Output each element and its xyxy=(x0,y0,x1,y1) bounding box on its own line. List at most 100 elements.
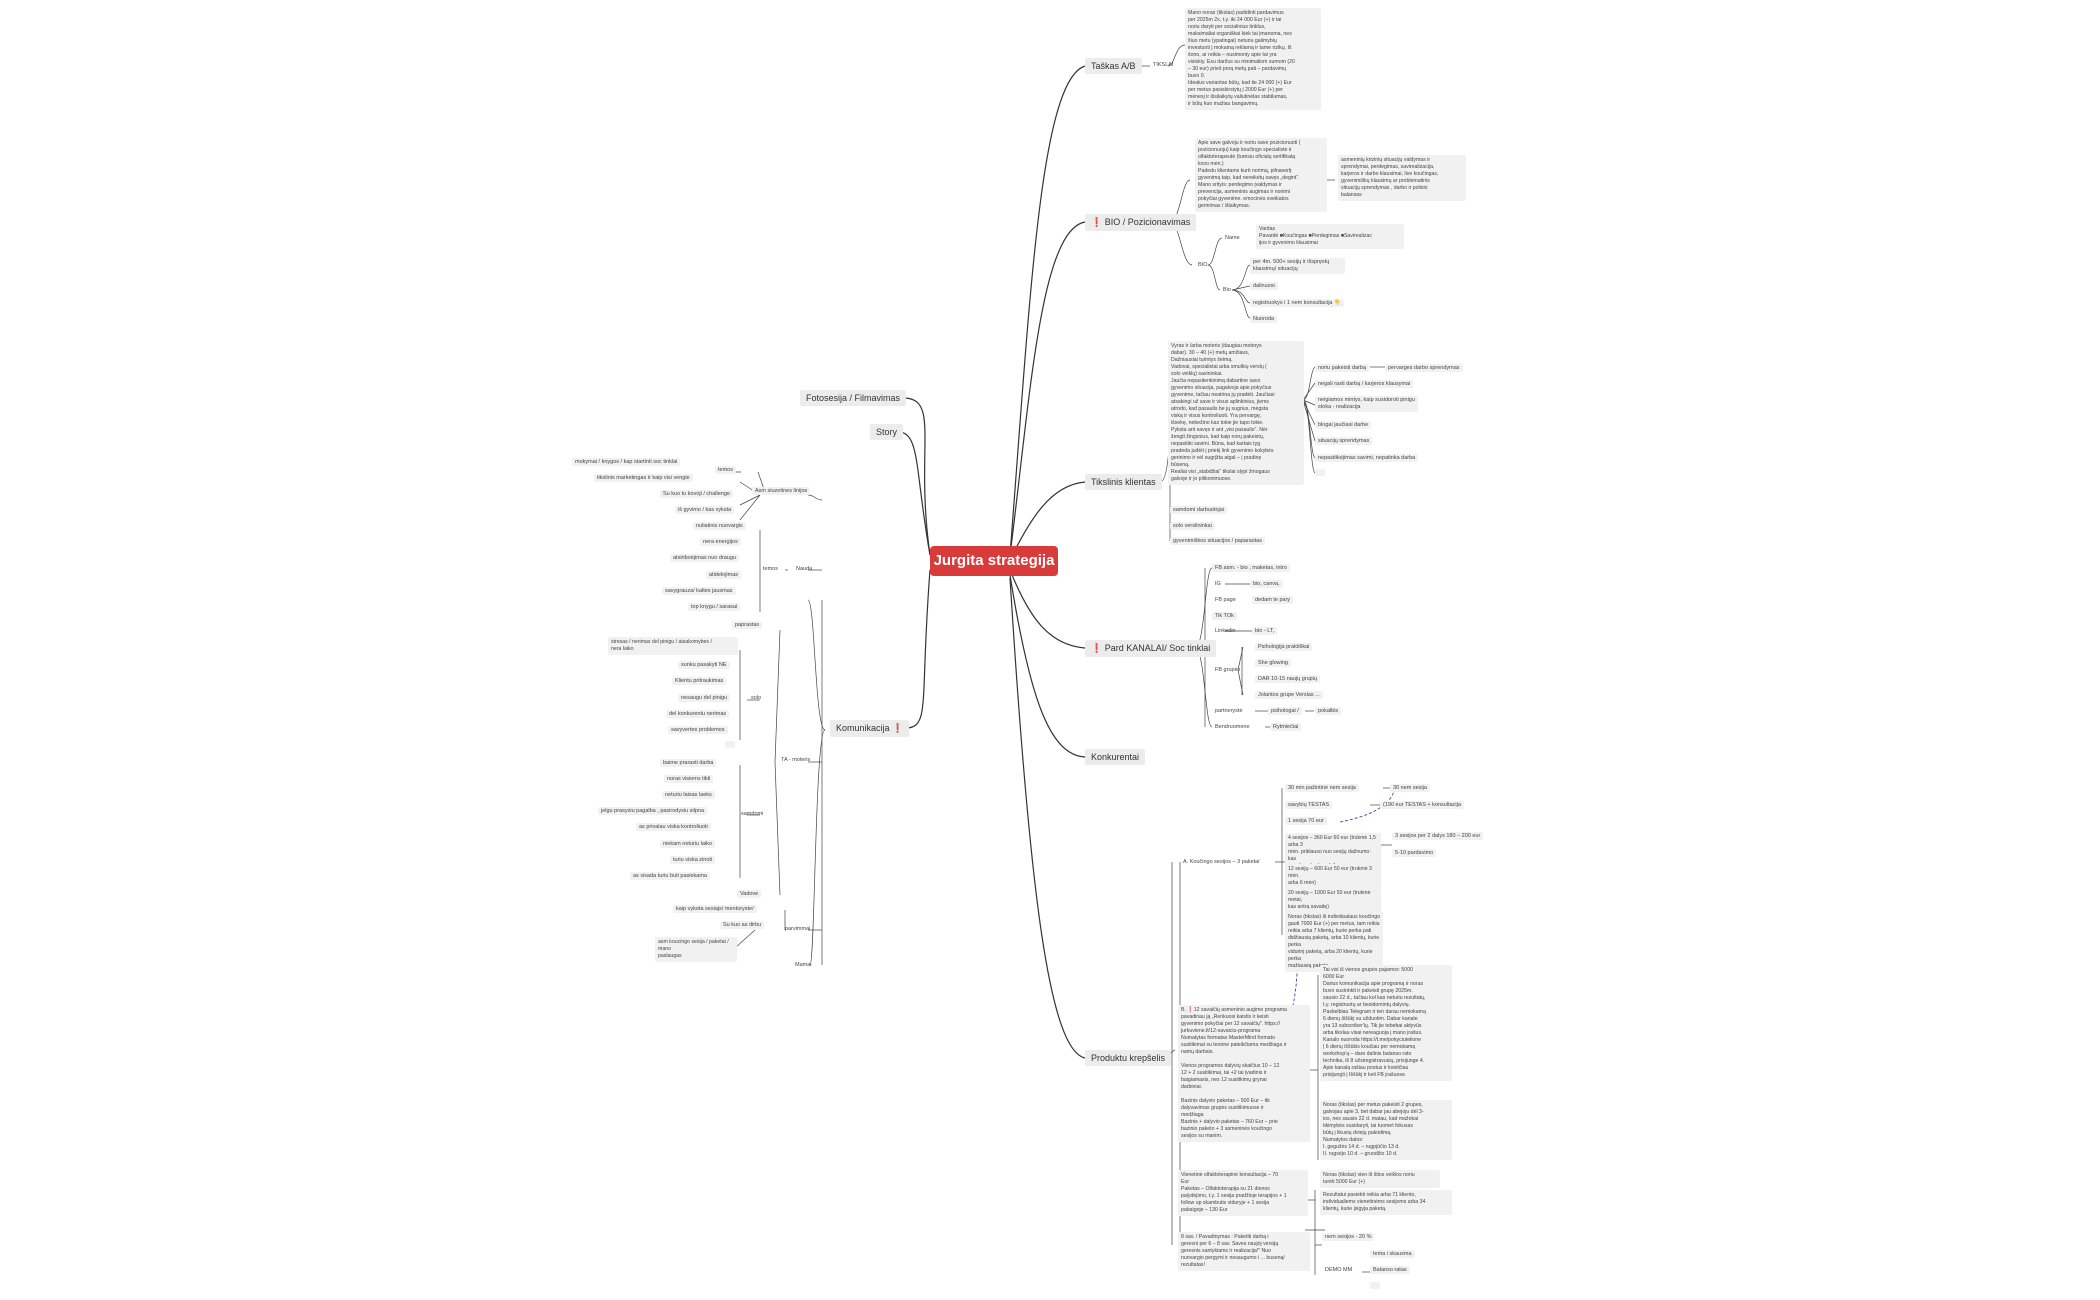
branch-tikslinis[interactable]: Tikslinis klientas xyxy=(1085,474,1162,490)
prod-b-side1-line: yra 13 subscriber'ių. Tik jie tebebai ak… xyxy=(1323,1023,1422,1029)
tikslinis-side-4b: stoka - realizacija xyxy=(1318,404,1361,410)
prod-b-side1-line: | 6 dienų iššūkis koučiau per nemokamą xyxy=(1323,1044,1416,1050)
prod-b-side1-line: Kanalo nuoroda https://t.me/pokyciutelio… xyxy=(1323,1037,1422,1043)
tikslas-note-line: per metus pasiskirstytų į 2000 Eur (+) p… xyxy=(1188,87,1283,93)
prod-b-side1-line: technika, iš 8 užsiregistravusių, prisij… xyxy=(1323,1058,1425,1064)
prod-a-7-line: Noras (tikslas) iš individualaus koučing… xyxy=(1288,914,1380,920)
branch-taskas[interactable]: Taškas A/B xyxy=(1085,58,1142,74)
prod-a-6-line: 20 sesijų – 1000 Eur 50 eur (trukmė meta… xyxy=(1288,890,1371,903)
tikslas-note-line: Idealus variantas būtų, kad tie 24 000 (… xyxy=(1188,80,1292,86)
branch-bio[interactable]: ❗ BIO / Pozicionavimas xyxy=(1085,214,1197,231)
prod-c-line: Vienetinė olfaktoterapinė konsultacija –… xyxy=(1181,1172,1279,1178)
komun-nauda-6: top knygu / sarasai xyxy=(688,603,741,611)
komun-samdomi-3: neturiu laisas laeks xyxy=(662,791,715,799)
prod-b-side1-line: Apie kanalą rašiau postus ir kvietčiau xyxy=(1323,1065,1409,1071)
kanal-linkedin: Linkedin xyxy=(1215,628,1236,634)
tikslinis-note-line: išsekę, nebežino kas tokie jie tapo toki… xyxy=(1171,420,1264,426)
prod-a-4-line: 4 sesijos – 360 Eur 60 eur (trukmė 1,5 a… xyxy=(1288,835,1376,848)
prod-b-line: susitikimai su teorine pateikčiama medži… xyxy=(1181,1042,1287,1048)
tikslinis-note-line: Vadovai, specialistai arba smulkių versl… xyxy=(1171,364,1267,370)
prod-b-side1-line: Tai visi iš vienos grupės pajamos: 5000 xyxy=(1323,967,1413,973)
komun-solo-4: nesaugu del pinigu xyxy=(678,694,731,702)
tikslas-note-line: buvo 0. xyxy=(1188,73,1206,79)
branch-foto[interactable]: Fotosesija / Filmavimas xyxy=(800,390,907,406)
prod-c-side1-line: turėti 5000 Eur (+) xyxy=(1323,1179,1365,1185)
tikslas-note-line: visiskiy. Esu daržus su minimaliom sumom… xyxy=(1188,59,1295,65)
komun-asm: Asm siuzetines linijos xyxy=(752,487,811,495)
komun-solo-7 xyxy=(725,741,735,748)
prod-b-line: gyvenimo pokyčiai per 12 savaičių". http… xyxy=(1181,1021,1281,1027)
prod-d-line: geresni per 6 – 8 sav. Saves naujoj vers… xyxy=(1181,1241,1279,1247)
tikslinis-note-line: atsakingi už save ir visus aplinkinius, … xyxy=(1171,399,1270,405)
prod-c: Vienetinė olfaktoterapinė konsultacija –… xyxy=(1178,1170,1308,1216)
prod-d-line: 8 sav. / Pavadinymas : Paketiti darbą i xyxy=(1181,1234,1269,1240)
bio-note-line: olfaktoterapeutė (turėsiu oficialų serti… xyxy=(1198,154,1296,160)
branch-komunikacija[interactable]: Komunikacija ❗ xyxy=(830,720,910,737)
bio-note-line: gyvenimą taip, kad nereikėtų savęs „degi… xyxy=(1198,175,1300,181)
tikslinis-note-line: viską ir visus kontroliuoti. Yra pervarg… xyxy=(1171,413,1262,419)
prod-d-5 xyxy=(1370,1282,1380,1289)
prod-a-6: 20 sesijų – 1000 Eur 50 eur (trukmė meta… xyxy=(1285,888,1381,913)
root-node[interactable]: Jurgita strategija xyxy=(930,546,1058,576)
prod-d-line: nuovargio pergymi ir nesaugumo i ... bus… xyxy=(1181,1255,1285,1261)
prod-a-5-line: 12 sesijų – 600 Eur 50 eur (trukmė 3 mėn… xyxy=(1288,866,1372,879)
komun-samdomi-1: baime prarasti darba xyxy=(660,759,717,767)
name-label: Name xyxy=(1225,235,1240,241)
prod-b-line: bazinio paketo + 3 asmeninės koučingo xyxy=(1181,1126,1272,1132)
prod-b-side2-line: galvojau apie 3, bet dabar jau abejoju d… xyxy=(1323,1109,1424,1115)
tikslinis-note-line: atrodo, kad pasaulis be jų sugrius, mėgs… xyxy=(1171,406,1269,412)
bio-note-line: pozicionuoju) kaip koučingo specialistė … xyxy=(1198,147,1292,153)
prod-b-side2-line: ios, nes sausio 22 d. matau, kad mažokai xyxy=(1323,1116,1419,1122)
tikslas-note-line: noriu daryti per socialinius tinklus, xyxy=(1188,24,1266,30)
komun-solo-3: Klientu pritraukimas xyxy=(672,677,727,685)
prod-a-7-line: mažiausią paketą. xyxy=(1288,963,1330,969)
branch-kanalai[interactable]: ❗ Pard KANALAI/ Soc tinklai xyxy=(1085,640,1217,657)
komun-samdomi-6: niekam neturiu laiko xyxy=(660,840,715,848)
komun-pari-3-line: asm koucingo sesija / paketai / mano xyxy=(658,939,729,952)
tikslinis-bottom-1: samdomi darbuotojai xyxy=(1170,506,1228,514)
branch-produktu[interactable]: Produktu krepšelis xyxy=(1085,1050,1172,1066)
kanal-fb-page: FB page xyxy=(1215,597,1236,603)
tikslas-note-line: šono, ar reikia – nusimoniy apie tai yra xyxy=(1188,52,1277,58)
prod-a-6-line: kas antrą savaitę) xyxy=(1288,904,1329,910)
branch-story[interactable]: Story xyxy=(870,424,904,440)
bio-side-note-line: situacijų sprendymas , darbo ir polisio xyxy=(1341,185,1428,191)
tikslinis-note-line: būseną. xyxy=(1171,462,1190,468)
tikslinis-note-line: Pyksta ant savęs ir ant „visi pasaulio“.… xyxy=(1171,427,1268,433)
prod-b-line: Bazinis dalyvio paketas – 500 Eur – tik xyxy=(1181,1098,1270,1104)
prod-c-line: follow up skambutis viduryje + 1 sesija xyxy=(1181,1200,1270,1206)
komun-samdomi-4: jelgu prasysiu pagalba , pasirodysiu sil… xyxy=(598,807,708,815)
tikslinis-note-line: Jaučia nepasitenkinimą dabartine savo xyxy=(1171,378,1261,384)
prod-d-3: tema i skausma xyxy=(1370,1250,1415,1258)
tikslas-note-line: maksimaliai organiškai kiek tai įmanoma,… xyxy=(1188,31,1292,37)
kanal-partneryste: partnerystė xyxy=(1215,708,1243,714)
prod-b-line: namų darbais. xyxy=(1181,1049,1214,1055)
komun-solo: solo xyxy=(751,695,762,701)
prod-b-side1-line: 6000 Eur xyxy=(1323,974,1345,980)
komun-asm-temos: temos xyxy=(715,466,736,474)
tikslas-note-line: šiuo metu (ypatingai) neturiu galimybių xyxy=(1188,38,1277,44)
komun-solo-1: stresas / nerimas del pinigu / atsakomyb… xyxy=(608,637,738,655)
komun-nauda-2: nera energijos xyxy=(700,538,741,546)
tikslinis-note-line: gyvenimo situacija, pagalvoja apie pokyč… xyxy=(1171,385,1272,391)
prod-b-side2-line: I. gegužės 14 d. – rugpjūčio 13 d. xyxy=(1323,1144,1400,1150)
kanal-fb-grupes: FB grupės xyxy=(1215,667,1241,673)
prod-d-line: rezultatas! xyxy=(1181,1262,1205,1268)
komun-samdomi: samdomi xyxy=(741,811,764,817)
tikslinis-bottom-2: solo verslininkai xyxy=(1170,522,1215,530)
prod-b-line: baigiamasis, nes 12 susitikimų grynai xyxy=(1181,1077,1267,1083)
bio-side-note-line: asmeninių krizinių situacijų valdymas ir xyxy=(1341,157,1431,163)
prod-b-side2: Noras (tikslas) per metus pakeisti 2 gru… xyxy=(1320,1100,1452,1160)
tikslas-note-line: Mano noras (tikslas) padidinti pardavimu… xyxy=(1188,10,1284,16)
bio-note-line: pokyčiai gyvenime. emocinės sveikatos xyxy=(1198,196,1289,202)
komun-pari-2: Su kuo as dirbu xyxy=(720,921,765,929)
tikslinis-note-line: žengti žingsnius, kad kaip norų pakeistų… xyxy=(1171,434,1265,440)
prod-b-line xyxy=(1181,1056,1307,1063)
branch-konkurentai[interactable]: Konkurentai xyxy=(1085,749,1146,765)
komun-mamai: Mamai xyxy=(795,962,812,968)
prod-b-line: Vienos programos dalyvių skaičius 10 – 1… xyxy=(1181,1063,1281,1069)
prod-b-side2-line: II. rugsėjo 10 d. – gruodžio 10 d. xyxy=(1323,1151,1398,1157)
prod-a-7-line: reikia arba 7 klientų, kurie perka pati xyxy=(1288,928,1372,934)
